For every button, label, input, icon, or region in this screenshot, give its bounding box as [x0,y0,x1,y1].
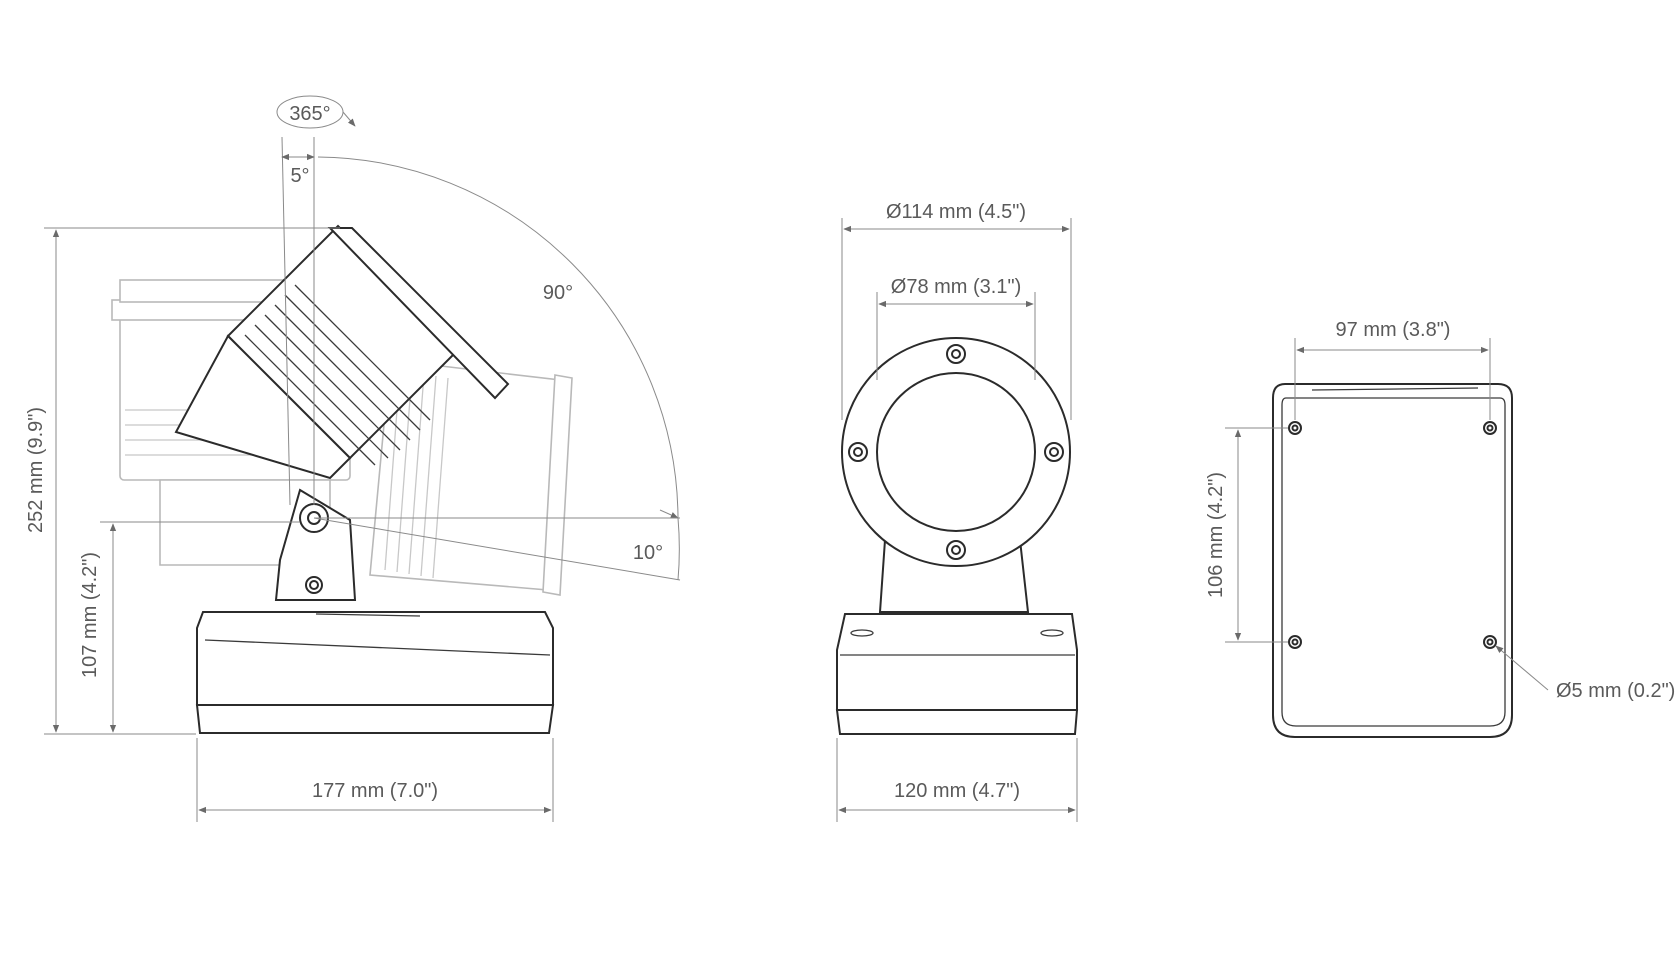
pivot-height-label: 107 mm (4.2") [79,552,101,678]
hole-diameter-label: Ø5 mm (0.2") [1556,680,1675,702]
side-base [195,611,555,734]
height-label: 252 mm (9.9") [25,407,47,533]
rotation-label: 365° [289,103,330,125]
front-view: Ø114 mm (4.5") Ø78 mm (3.1") 120 mm (4.7… [835,201,1079,822]
tilt-label: 5° [290,165,309,187]
inner-diameter-label: Ø78 mm (3.1") [891,276,1021,298]
bottom-view: 97 mm (3.8") 106 mm (4.2") Ø5 mm (0.2") [1205,319,1675,738]
hole-spacing-y-label: 106 mm (4.2") [1205,472,1227,598]
outer-diameter-label: Ø114 mm (4.5") [886,201,1026,223]
angle-label: 90° [543,282,573,304]
lower-angle-label: 10° [633,542,663,564]
hole-spacing-x-label: 97 mm (3.8") [1336,319,1451,341]
side-ghost-position-down [369,359,573,596]
side-lamp-head [174,224,510,480]
tilt-arc [317,156,679,519]
side-base-width-label: 177 mm (7.0") [312,780,438,802]
mounting-holes [1288,421,1497,649]
bottom-plate [1272,383,1513,738]
front-lamp-ring [841,337,1071,567]
front-base-width-label: 120 mm (4.7") [894,780,1020,802]
front-base [835,613,1079,735]
side-view: 365° 5° 90° 10° 252 mm (9.9") 107 mm (4.… [25,95,681,822]
